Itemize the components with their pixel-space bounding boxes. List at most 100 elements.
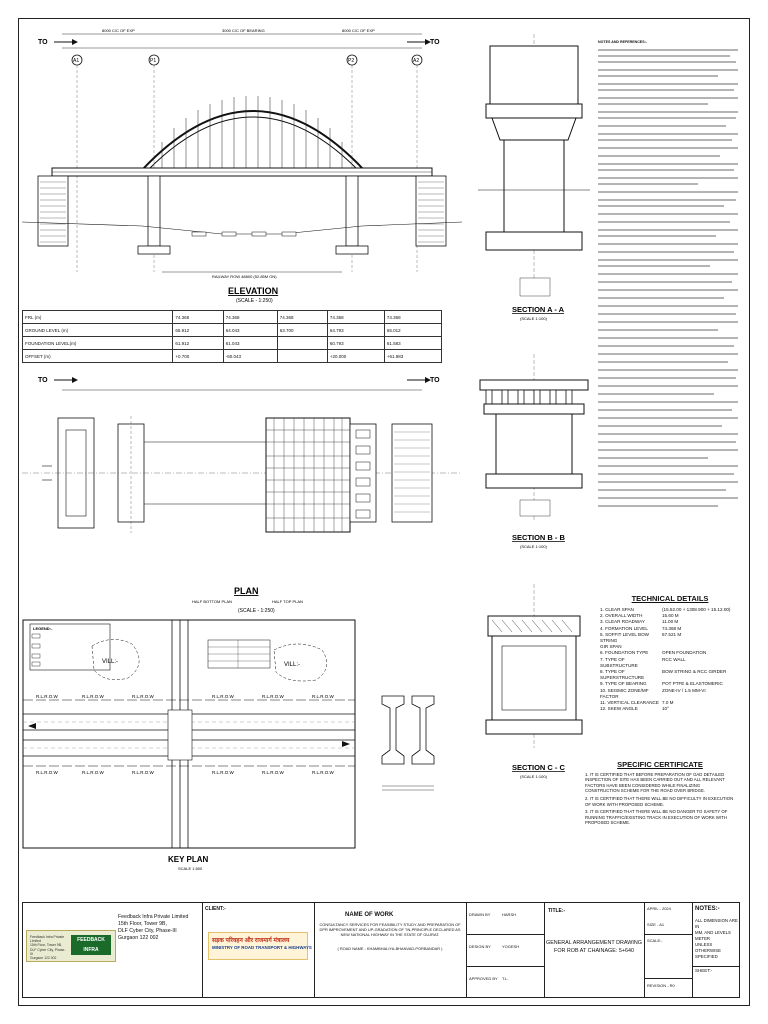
plan-scale: (SCALE - 1:250): [238, 608, 275, 614]
key-plan-title: KEY PLAN: [168, 855, 209, 864]
row-mark: R.L.R.O.W: [212, 770, 235, 775]
section-a-scale: (SCALE 1:100): [520, 316, 548, 321]
svg-text:P2: P2: [348, 58, 354, 64]
drawing-sheet-border: [18, 18, 750, 1006]
level-row-offset: OFFSET (m)+0.700-60.043+20.000+61.983: [21, 349, 443, 363]
section-c-drawing: SECTION C - C (SCALE 1:100): [485, 584, 583, 779]
client-label: CLIENT:-: [205, 906, 226, 912]
name-of-work-label: NAME OF WORK: [345, 912, 394, 918]
technical-details-title: TECHNICAL DETAILS: [631, 594, 709, 603]
specific-certificate: SPECIFIC CERTIFICATE 1. IT IS CERTIFIED …: [585, 760, 735, 828]
village-label-right: VILL:-: [284, 662, 300, 668]
road-name: ( ROAD NAME - KHAMBHALIYA-BHANVAD-PORBAN…: [337, 946, 443, 951]
direction-right-label: TO: [430, 39, 440, 46]
size-value: SIZE - A1: [647, 922, 665, 927]
dim-label-1: 8000 C/C OF EXP: [102, 28, 135, 33]
certificate-item: 3. IT IS CERTIFIED THAT THERE WILL BE NO…: [585, 809, 728, 826]
sheet-label: SHEET:-: [695, 968, 713, 973]
title-label: TITLE:-: [548, 908, 566, 914]
elevation-drawing: TO TO 8000 C/C OF EXP 3000 C/C OF BEARIN…: [22, 28, 462, 304]
notes-text: ALL DIMENSION ARE IN MM, AND LEVELS METE…: [695, 918, 738, 959]
dim-label-3: 8000 C/C OF EXP: [342, 28, 375, 33]
dim-label-2: 3000 C/C OF BEARING: [222, 28, 265, 33]
row-mark: R.L.R.O.W: [212, 694, 235, 699]
plan-drawing: TO TO PLAN HALF BOTTOM PLAN HALF TOP PLA…: [22, 377, 462, 614]
pier-marker-a2: A2: [411, 54, 423, 66]
railway-row-note: RAILWAY ROW 48800 (52.85M ON): [212, 274, 277, 279]
name-of-work-text: CONSULTANCY SERVICES FOR FEASIBILITY STU…: [319, 922, 461, 938]
row-mark: R.L.R.O.W: [36, 694, 59, 699]
section-a-title: SECTION A - A: [512, 305, 565, 314]
svg-text:A2: A2: [413, 58, 419, 64]
approved-by-name: T.L.: [502, 976, 509, 981]
girder-cross-section: [381, 695, 435, 791]
certificate-item: 2. IT IS CERTIFIED THAT THERE WILL BE NO…: [585, 795, 734, 807]
feedback-infra-logo: FEEDBACK INFRA: [71, 935, 111, 955]
revision-value: REVISION - R0: [647, 983, 675, 988]
specific-certificate-title: SPECIFIC CERTIFICATE: [617, 760, 703, 769]
design-by-name: YOGESH: [502, 944, 520, 949]
row-mark: R.L.R.O.W: [36, 770, 59, 775]
village-label-left: VILL:-: [102, 659, 118, 665]
design-by-label: DESIGN BY: [469, 944, 491, 949]
plan-sub-top: HALF TOP PLAN: [272, 599, 303, 604]
drawing-title-line-1: GENERAL ARRANGEMENT DRAWING: [546, 940, 642, 946]
approved-by-label: APPROVED BY: [469, 976, 498, 981]
notes-header: NOTES AND REFERENCES:-: [598, 40, 647, 44]
direction-left-label: TO: [38, 39, 48, 46]
notes-text-lines: [598, 49, 738, 507]
section-b-title: SECTION B - B: [512, 533, 566, 542]
drawn-by-name: HARSH: [502, 912, 517, 917]
elevation-scale: (SCALE - 1:250): [236, 298, 273, 304]
tech-row: 1. CLEAR SPAN(15.52.00 + 1308.900 + 15.1…: [600, 607, 731, 612]
key-plan-scale: SCALE 1:500: [178, 866, 203, 871]
technical-details: TECHNICAL DETAILS 1. CLEAR SPAN(15.52.00…: [600, 594, 740, 712]
svg-text:A1: A1: [73, 58, 79, 64]
section-c-title: SECTION C - C: [512, 763, 566, 772]
row-mark: R.L.R.O.W: [312, 694, 335, 699]
plan-direction-left: TO: [38, 377, 48, 384]
key-plan-drawing: LEGEND:- VILL:- VILL:- R.L.R.O.W R.L.R.O…: [22, 619, 356, 871]
general-notes: NOTES AND REFERENCES:-: [598, 40, 740, 520]
row-mark: R.L.R.O.W: [312, 770, 335, 775]
company-logo: Feedback Infra Private Limited 15th Floo…: [26, 930, 116, 962]
row-mark: R.L.R.O.W: [132, 694, 155, 699]
section-b-scale: (SCALE 1:100): [520, 544, 548, 549]
bowstring-arch: [141, 110, 365, 171]
row-mark: R.L.R.O.W: [82, 770, 105, 775]
drawing-title-line-2: FOR ROB AT CHAINAGE: 5+640: [554, 948, 634, 954]
pier-marker-p2: P2: [346, 54, 358, 66]
ministry-logo: सड़क परिवहन और राजमार्ग मंत्रालय MINISTR…: [208, 932, 312, 960]
date-value: APRIL - 2024: [647, 906, 671, 911]
notes-label: NOTES:-: [695, 906, 720, 912]
svg-text:P1: P1: [150, 58, 156, 64]
row-mark: R.L.R.O.W: [262, 770, 285, 775]
section-a-drawing: SECTION A - A (SCALE 1:100): [478, 34, 590, 321]
section-c-scale: (SCALE 1:100): [520, 774, 548, 779]
pier-marker-p1: P1: [148, 54, 160, 66]
tech-row: GIR SPAN: [600, 644, 622, 650]
certificate-item: 1. IT IS CERTIFIED THAT BEFORE PREPARATI…: [585, 771, 725, 794]
row-mark: R.L.R.O.W: [82, 694, 105, 699]
key-plan-legend-title: LEGEND:-: [33, 626, 53, 631]
key-plan-legend: [29, 623, 111, 671]
title-block: [22, 902, 740, 998]
pier-marker-a1: A1: [71, 54, 83, 66]
scale-label: SCALE:-: [647, 938, 663, 943]
plan-direction-right: TO: [430, 377, 440, 384]
company-address: Feedback Infra Private Limited 15th Floo…: [118, 914, 189, 941]
